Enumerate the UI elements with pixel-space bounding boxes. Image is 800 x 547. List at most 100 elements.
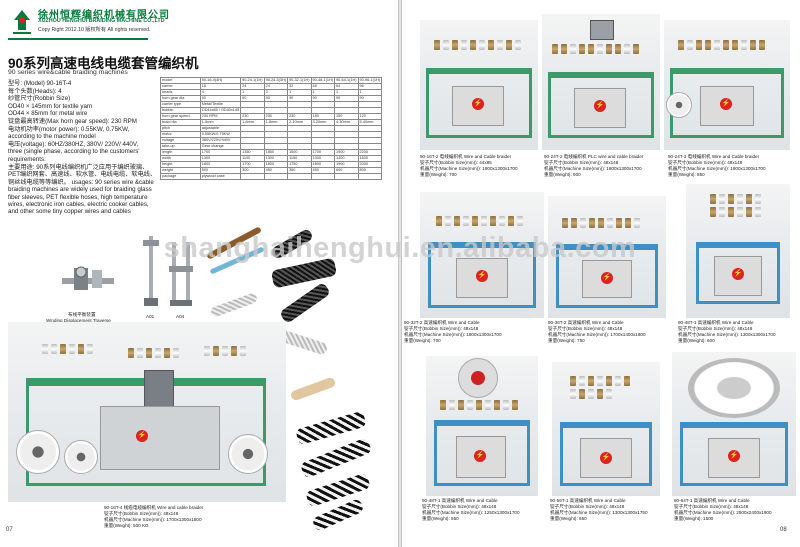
machine-photo-90-48t-1: ⚡ [686,184,790,318]
spec-line: 纱管尺寸(Robbin Size) [8,95,71,103]
copyright-text: Copy Right 2012.10 版权所有 All rights reser… [38,27,151,33]
machine-caption: 重量(Weight): 900 [544,172,581,177]
machine-caption: 机器尺寸(Machine Size(mm)): 1800x1300x1700 [544,166,642,171]
machine-caption: 锭子尺寸(Bobbin Size(mm)): 48x148 [550,504,625,509]
traverse-label-en: Winding Displacement Traverse [46,318,111,323]
machine-caption: 90-36T-2 高速编织机 Wire and Cable [548,320,624,325]
spec-table-cell [357,173,383,180]
machine-caption: 锭子尺寸(Bobbin Size(mm)): 48x148 [548,326,623,331]
spec-table-cell: 90-48-1(1H) [310,77,336,84]
machine-caption: 机器尺寸(Machine Size(mm)): 1300x1300x1700 [678,332,776,337]
machine-photo-90-36t-2: ⚡ [548,196,666,318]
company-name-cn: 徐州恒辉编织机械有限公司 [38,10,170,21]
spec-line: OD44 × 85mm for metal wire [8,110,88,118]
machine-caption: 90-24T-3 电线编织机 Wire and Cable braider [668,154,760,159]
spec-line: 电压(voltage): 60HZ/380HZ, 380V/ 220V/ 440… [8,140,139,148]
machine-photo-90-56t-1: ⚡ [552,362,660,496]
traverse-photo [56,250,120,310]
machine-caption: 90-56T-1 高速编织机 Wire and Cable [550,498,626,503]
machine-caption: 机器尺寸(Machine Size(mm)): 1700x1400x1800 [548,332,646,337]
machine-caption: 机器尺寸(Machine Size(mm)): 2500x2400x1900 [674,510,772,515]
machine-caption: 90-64T-1 高速编织机 Wire and Cable [674,498,750,503]
machine-caption: 锭子尺寸(Bobbin Size(mm)): 44x85 [420,160,492,165]
spec-list: 型号: (Model) 90-16T-4 每个头数(Heads): 4 纱管尺寸… [8,80,158,164]
machine-caption: 90-24T-2 电线编织机 PLC wire and cable braide… [544,154,644,159]
sleeve-sample [289,376,337,402]
machine-caption: 锭子尺寸(Bobbin Size(mm)): 48x148 [674,504,749,509]
spec-table-cell: 90-32-1(1H) [287,77,312,84]
machine-caption: 重量(Weight): 850 [668,172,705,177]
catalog-page-left: 徐州恒辉编织机械有限公司 XUZHOU HENGHUI BRAIDING MAC… [0,0,398,547]
machine-photo-90-16t-4: ⚡ [8,322,286,502]
machine-caption: 锭子尺寸(Bobbin Size(mm)): 48x148 [668,160,743,165]
machine-caption: 机器尺寸(Machine Size(mm)): 1800x1300x1700 [668,166,766,171]
machine-caption: 重量(Weight): 700 [420,172,457,177]
machine-caption: 机器尺寸(Machine Size(mm)): 1250x1300x1700 [422,510,520,515]
spec-table-cell [334,173,359,180]
attachment-a01-photo [140,232,162,310]
machine-photo-90-24t-3: ⚡ [664,20,790,150]
page-number-left: 07 [6,527,13,533]
spec-table-cell: 90-64-1(1H) [334,77,359,84]
machine-caption: 锭子尺寸(Bobbin Size(mm)): 48x148 [544,160,619,165]
machine-photo-90-24t-2: ⚡ [542,14,660,150]
spec-table-cell: 90-24-1(1H) [240,77,265,84]
spec-table-cell [310,173,336,180]
header-divider [8,38,148,40]
company-name-en: XUZHOU HENGHUI BRAIDING MACHINE CO.,LTD [38,18,165,24]
spec-line: 电动机功率(motor power): 0.55KW, 0.75KW, [8,125,130,133]
spec-line: 锭盘最高转速(Max horn gear speed): 230 RPM [8,117,137,125]
machine-photo-90-48t-1b: ⚡ [426,356,538,496]
page-title-cn: 90系列高速电线电缆套管编织机 [8,56,199,71]
sleeve-sample [270,257,338,289]
machine-caption: 重量(Weight): 1500 [674,516,714,521]
machine-caption: 90-48T-1 高速编织机 Wire and Cable [678,320,754,325]
spec-table-cell [263,173,289,180]
spec-table-cell: 90-96-1(1H) [357,77,383,84]
machine-caption: 重量(Weight): 700 [404,338,441,343]
spec-table-cell [240,173,265,180]
traverse-label-cn: 布线平衡装置 [68,312,96,317]
main-machine-caption-2: 锭子尺寸(Bobbin Size(mm)): 48x148 [104,511,179,516]
machine-photo-90-16t-2: ⚡ [420,20,538,150]
spec-line: OD40 × 145mm for textile yarn [8,102,93,110]
sleeve-sample [299,437,373,479]
spec-line: 型号: (Model) 90-16T-4 [8,80,72,87]
machine-caption: 90-16T-2 电线编织机 Wire and Cable braider [420,154,512,159]
sleeve-sample [278,281,332,325]
sleeve-sample [209,292,259,318]
machine-caption: 锭子尺寸(Bobbin Size(mm)): 48x148 [422,504,497,509]
page-title-en: 90 series wire&cable braiding machines [8,69,128,76]
spec-line: according to the machine model [8,133,96,141]
main-machine-caption-3: 机器尺寸(Machine Size(mm)): 1700x1300x1800 [104,517,202,522]
usage-text: 主要用途: 90系列电线编织机广泛应用于编织玻璃、PET编织网套、高速线、软水管… [8,164,157,216]
machine-caption: 机器尺寸(Machine Size(mm)): 1800x1300x1700 [404,332,502,337]
machine-caption: 机器尺寸(Machine Size(mm)): 1300x1300x1750 [550,510,648,515]
machine-caption: 机器尺寸(Machine Size(mm)): 1800x1300x1700 [420,166,518,171]
machine-caption: 重量(Weight): 650 [550,516,587,521]
machine-caption: 锭子尺寸(Bobbin Size(mm)): 48x148 [404,326,479,331]
machine-caption: 锭子尺寸(Bobbin Size(mm)): 48x148 [678,326,753,331]
catalog-page-right: ⚡ ⚡ ⚡ 90-16T-2 电线编织机 Wire and Cable brai… [402,0,800,547]
machine-caption: 重量(Weight): 550 [422,516,459,521]
page-number-right: 08 [780,527,787,533]
machine-caption: 重量(Weight): 600 [678,338,715,343]
spec-line: 每个头数(Heads): 4 [8,87,62,95]
main-machine-caption-1: 90-16T-4 线缆电缆编织机 Wire and cable braider [104,505,204,510]
machine-caption: 90-48T-1 高速编织机 Wire and Cable [422,498,498,503]
spec-table-cell: 90-24-3(3H) [263,77,289,84]
label-a01: A01 [146,314,155,319]
sleeve-sample [269,227,315,261]
machine-photo-90-64t-1: ⚡ [672,352,796,496]
main-machine-caption-4: 重量(Weight): 500 KG [104,523,149,528]
page-gutter [398,0,402,547]
